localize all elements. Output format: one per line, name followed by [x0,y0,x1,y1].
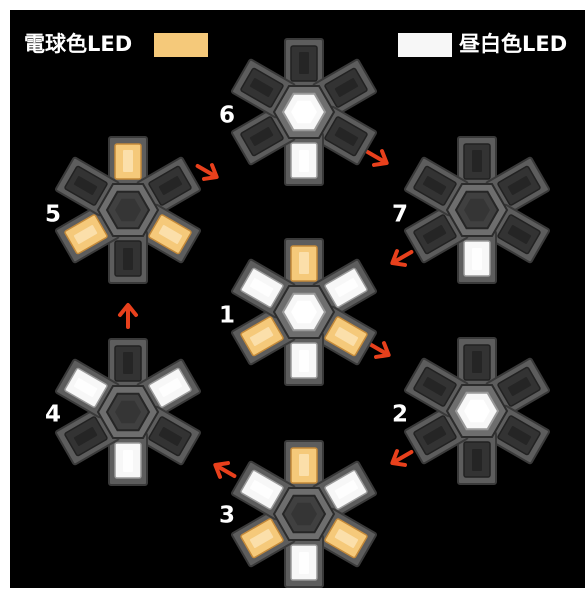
step-label-7: 7 [392,202,408,228]
legend-warm-label: 電球色LED [24,32,132,56]
legend-warm-swatch [154,33,208,57]
step-label-5: 5 [45,202,61,228]
step-label-1: 1 [219,303,235,329]
step-label-2: 2 [392,402,408,428]
step-label-6: 6 [219,103,235,129]
legend-daylight-swatch [398,33,452,57]
step-label-3: 3 [219,503,235,529]
step-label-4: 4 [45,402,61,428]
legend-daylight-label: 昼白色LED [459,32,567,56]
